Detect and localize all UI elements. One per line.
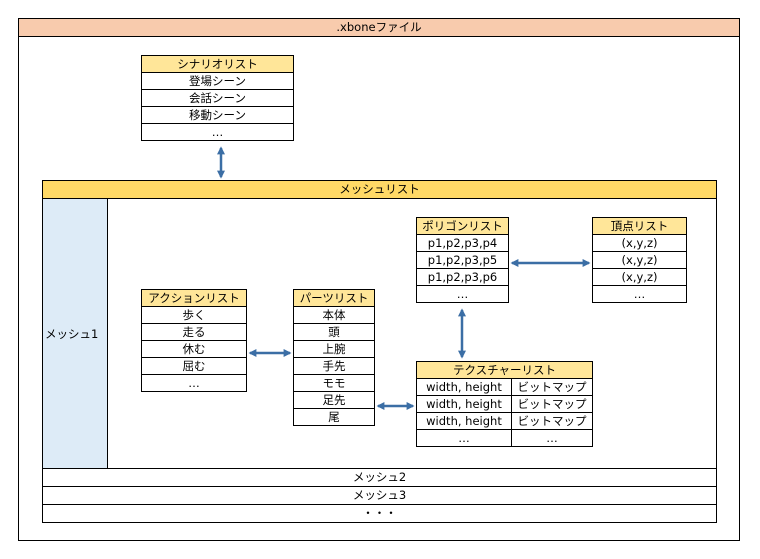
vertex-item: (x,y,z): [592, 268, 687, 286]
polygon-item: …: [416, 285, 509, 303]
texture-bitmap: …: [511, 429, 593, 447]
action-item: 歩く: [141, 306, 247, 324]
action-item: …: [141, 374, 247, 392]
parts-item: 尾: [293, 408, 375, 426]
vertex-list-header: 頂点リスト: [592, 217, 687, 235]
texture-size: width, height: [416, 412, 512, 430]
polygon-item: p1,p2,p3,p4: [416, 234, 509, 252]
mesh-list-header: メッシュリスト: [42, 180, 717, 199]
parts-item: 頭: [293, 323, 375, 341]
action-list: アクションリスト 歩く 走る 休む 屈む …: [141, 289, 247, 392]
polygon-list: ポリゴンリスト p1,p2,p3,p4 p1,p2,p3,p5 p1,p2,p3…: [416, 217, 509, 303]
vertex-item: (x,y,z): [592, 251, 687, 269]
scenario-item: 会話シーン: [141, 89, 294, 107]
parts-item: 上腕: [293, 340, 375, 358]
texture-bitmap: ビットマップ: [511, 412, 593, 430]
texture-bitmap: ビットマップ: [511, 378, 593, 396]
action-list-header: アクションリスト: [141, 289, 247, 307]
xbone-file-header: .xboneファイル: [18, 18, 740, 37]
parts-item: 本体: [293, 306, 375, 324]
polygon-item: p1,p2,p3,p5: [416, 251, 509, 269]
vertex-item: …: [592, 285, 687, 303]
scenario-item: …: [141, 123, 294, 141]
scenario-list: シナリオリスト 登場シーン 会話シーン 移動シーン …: [141, 55, 294, 141]
parts-item: 手先: [293, 357, 375, 375]
texture-size: width, height: [416, 395, 512, 413]
texture-list-header: テクスチャーリスト: [416, 361, 593, 379]
scenario-item: 移動シーン: [141, 106, 294, 124]
mesh1-label: メッシュ1: [42, 198, 108, 469]
mesh1-label-text: メッシュ1: [45, 326, 99, 341]
mesh-row: メッシュ2: [42, 468, 717, 487]
mesh-row: ・・・: [42, 504, 717, 523]
parts-list-header: パーツリスト: [293, 289, 375, 307]
vertex-list: 頂点リスト (x,y,z) (x,y,z) (x,y,z) …: [592, 217, 687, 303]
action-item: 走る: [141, 323, 247, 341]
vertex-item: (x,y,z): [592, 234, 687, 252]
polygon-item: p1,p2,p3,p6: [416, 268, 509, 286]
action-item: 休む: [141, 340, 247, 358]
mesh-row: メッシュ3: [42, 486, 717, 505]
parts-item: 足先: [293, 391, 375, 409]
action-item: 屈む: [141, 357, 247, 375]
polygon-list-header: ポリゴンリスト: [416, 217, 509, 235]
parts-item: モモ: [293, 374, 375, 392]
texture-bitmap: ビットマップ: [511, 395, 593, 413]
scenario-list-header: シナリオリスト: [141, 55, 294, 73]
texture-size: width, height: [416, 378, 512, 396]
scenario-item: 登場シーン: [141, 72, 294, 90]
parts-list: パーツリスト 本体 頭 上腕 手先 モモ 足先 尾: [293, 289, 375, 426]
texture-size: …: [416, 429, 512, 447]
